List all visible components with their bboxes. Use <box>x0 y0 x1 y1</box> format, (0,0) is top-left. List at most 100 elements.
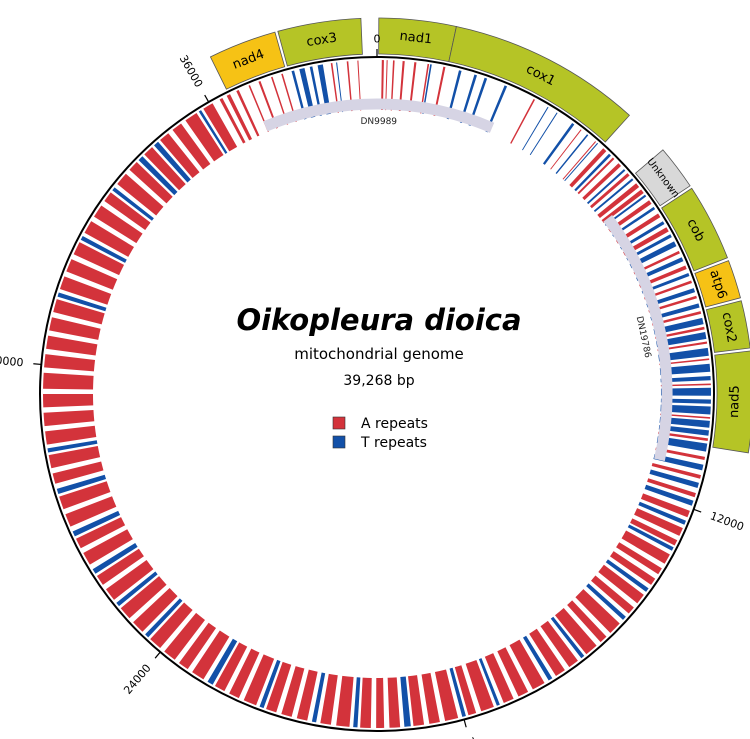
a-repeat-block <box>281 73 297 122</box>
a-repeat-block <box>454 665 477 716</box>
t-repeat-block <box>336 62 344 113</box>
t-repeat-block <box>446 70 462 120</box>
a-repeat-block <box>271 76 289 125</box>
t-repeat-block <box>198 110 228 154</box>
a-repeat-block <box>640 493 690 518</box>
gene-block-unknown <box>634 149 691 207</box>
a-repeat-block <box>597 183 640 219</box>
t-repeat-block <box>116 571 158 607</box>
t-repeat-block <box>207 638 238 685</box>
a-repeat-block <box>53 299 105 325</box>
t-repeat-block <box>529 112 558 156</box>
t-repeat-block <box>299 67 316 118</box>
a-repeat-block <box>497 647 529 697</box>
a-repeat-block <box>75 517 126 549</box>
a-repeat-block <box>408 62 417 112</box>
t-repeat-block <box>259 659 281 709</box>
t-repeat-block <box>57 292 107 312</box>
a-repeat-block <box>44 354 96 372</box>
a-repeat-block <box>509 639 545 690</box>
a-repeat-block <box>540 620 578 668</box>
t-repeat-block <box>311 672 326 723</box>
a-repeat-block <box>408 675 425 727</box>
t-repeat-block <box>422 64 432 114</box>
t-repeat-block <box>604 194 647 226</box>
genome-size-label: 39,268 bp <box>343 373 414 389</box>
a-repeat-block <box>43 372 94 390</box>
a-repeat-block <box>84 221 134 257</box>
t-repeat-block <box>646 288 696 308</box>
a-repeat-block <box>608 200 652 233</box>
a-repeat-block <box>129 162 173 204</box>
a-repeat-block <box>577 157 615 195</box>
t-repeat-block <box>627 524 674 551</box>
t-repeat-block <box>649 469 699 489</box>
a-repeat-block <box>562 141 597 180</box>
a-repeat-block <box>178 622 217 670</box>
tick-label: 18000 <box>462 735 484 739</box>
t-repeat-block <box>660 398 711 404</box>
t-repeat-block <box>650 303 700 321</box>
a-repeat-block <box>660 383 711 387</box>
t-repeat-block <box>138 156 178 196</box>
tick-mark <box>463 719 467 728</box>
a-repeat-block <box>83 529 133 565</box>
a-repeat-block <box>66 259 118 290</box>
a-repeat-block <box>660 413 711 419</box>
legend: A repeats T repeats <box>332 416 428 451</box>
t-repeat-block <box>660 404 711 415</box>
contig-arc-dn9989 <box>263 98 495 133</box>
tick-label: 24000 <box>121 662 153 697</box>
t-repeat-block <box>555 134 589 175</box>
tick-label: 30000 <box>0 353 24 369</box>
a-repeat-block <box>567 600 607 643</box>
t-repeat-block <box>564 142 599 182</box>
t-repeat-block <box>291 70 307 120</box>
a-repeat-block <box>330 62 340 113</box>
a-repeat-block <box>659 358 710 366</box>
t-repeat-block <box>658 424 710 436</box>
repeat-track <box>43 60 711 728</box>
a-repeat-block <box>172 123 211 170</box>
contig-label-dn9989: DN9989 <box>360 117 397 127</box>
legend-swatch-t-repeats <box>332 435 346 449</box>
a-repeat-block <box>49 317 101 340</box>
a-repeat-block <box>421 672 440 724</box>
t-repeat-block <box>586 583 626 620</box>
t-repeat-block <box>522 106 549 151</box>
t-repeat-block <box>72 510 121 537</box>
t-repeat-block <box>644 484 694 506</box>
legend-label-t-repeats: T repeats <box>360 435 427 451</box>
a-repeat-block <box>192 630 230 680</box>
a-repeat-block <box>655 447 706 460</box>
t-repeat-block <box>478 658 500 706</box>
a-repeat-block <box>105 559 154 600</box>
legend-label-a-repeats: A repeats <box>361 416 428 432</box>
gene-block-nad4 <box>209 31 286 90</box>
t-repeat-block <box>47 440 98 453</box>
a-repeat-block <box>582 163 622 201</box>
a-repeat-block <box>381 60 384 111</box>
t-repeat-block <box>574 153 611 192</box>
a-repeat-block <box>248 85 270 132</box>
a-repeat-block <box>639 265 687 288</box>
t-repeat-block <box>660 375 711 383</box>
a-repeat-block <box>390 60 395 111</box>
organism-title: Oikopleura dioica <box>236 303 521 337</box>
a-repeat-block <box>615 213 661 244</box>
t-repeat-block <box>112 187 154 221</box>
a-repeat-block <box>433 66 446 117</box>
a-repeat-block <box>623 227 669 256</box>
a-repeat-block <box>96 548 144 585</box>
t-repeat-block <box>658 347 709 362</box>
a-repeat-block <box>385 60 388 111</box>
a-repeat-block <box>648 295 697 313</box>
t-repeat-block <box>317 64 331 115</box>
t-repeat-block <box>620 221 665 250</box>
a-repeat-block <box>591 575 634 614</box>
tick-mark <box>204 94 210 103</box>
gene-label-nad1: nad1 <box>399 29 433 47</box>
a-repeat-block <box>633 250 680 275</box>
t-repeat-block <box>459 74 477 124</box>
